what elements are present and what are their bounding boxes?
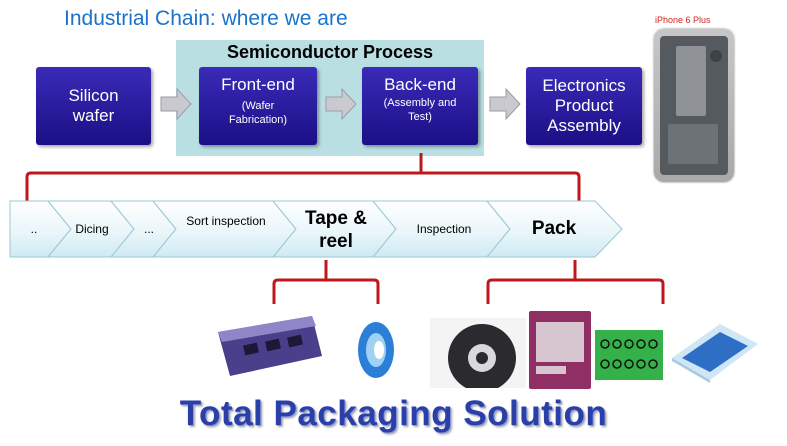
front-end-sublabel: (Wafer Fabrication)	[228, 100, 288, 126]
moisture-barrier-bag-image	[529, 311, 591, 389]
back-end-box: Back-end (Assembly and Test)	[362, 67, 478, 145]
semiconductor-process-title: Semiconductor Process	[226, 42, 434, 62]
process-chain	[9, 200, 623, 258]
arrow-icon	[325, 87, 357, 121]
front-end-label: Front-end	[221, 75, 295, 94]
back-end-sublabel: (Assembly and Test)	[383, 97, 457, 123]
carrier-tape-image	[218, 316, 322, 376]
total-packaging-solution-heading: Total Packaging Solution	[179, 394, 608, 433]
cover-tape-reel-image	[358, 322, 394, 378]
phone-internals	[660, 36, 728, 175]
chain-step-label: ..	[30, 222, 38, 236]
iphone-image	[654, 29, 734, 182]
electronics-assembly-box: Electronics Product Assembly	[526, 67, 642, 145]
humidity-indicator-card-image	[595, 330, 663, 380]
arrow-icon	[160, 87, 192, 121]
page-title: Industrial Chain: where we are	[64, 7, 348, 30]
chain-step-label-emphasis: Pack	[531, 218, 577, 239]
chain-step-label: Dicing	[75, 222, 109, 236]
chain-step-label: Inspection	[416, 222, 472, 236]
chain-step-label-emphasis: Tape & reel	[305, 208, 367, 252]
silicon-wafer-label: Silicon wafer	[68, 86, 119, 125]
back-end-label: Back-end	[384, 75, 456, 94]
chain-step-label: ...	[143, 222, 154, 236]
front-end-box: Front-end (Wafer Fabrication)	[199, 67, 317, 145]
chain-step-shape	[485, 200, 623, 258]
reel-image	[430, 318, 526, 388]
packed-module-image	[672, 324, 758, 383]
silicon-wafer-box: Silicon wafer	[36, 67, 151, 145]
back-end-bracket	[25, 153, 581, 202]
arrow-icon	[489, 87, 521, 121]
electronics-assembly-label: Electronics Product Assembly	[542, 76, 626, 135]
phone-caption: iPhone 6 Plus	[655, 15, 711, 25]
chain-step-label: Sort inspection	[186, 214, 266, 228]
lower-brackets	[272, 260, 665, 304]
